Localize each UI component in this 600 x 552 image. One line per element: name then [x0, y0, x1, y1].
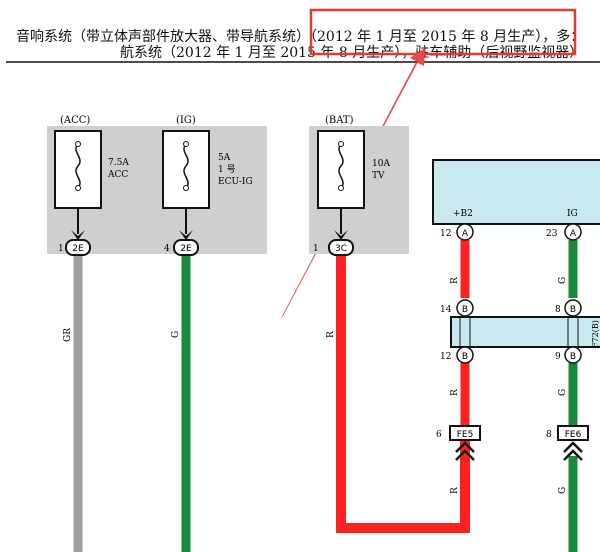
junction-box — [450, 316, 600, 348]
wire-label-g-lower: G — [558, 487, 568, 494]
terminal-b-12 — [456, 346, 474, 364]
wire-r-bat — [336, 255, 470, 533]
terminal-a-23-letter: A — [570, 229, 577, 239]
arrow-ig — [179, 230, 193, 240]
terminal-b-9-letter: B — [570, 352, 576, 362]
fuse-ig — [162, 130, 210, 209]
module-term-ig: IG — [567, 209, 578, 219]
supply-label-bat: (BAT) — [325, 115, 354, 126]
connector-2e-ig — [173, 239, 199, 256]
connector-fe5-chevrons — [455, 441, 475, 461]
terminal-a-23-pin: 23 — [546, 229, 558, 239]
terminal-b-9-pin: 9 — [555, 352, 561, 362]
wire-label-g-mid: G — [558, 389, 568, 396]
fuse-name-bat: TV — [372, 171, 385, 181]
wire-label-g: G — [171, 331, 181, 338]
fuse-rating-bat: 10A — [372, 159, 390, 169]
terminal-b-14 — [456, 299, 474, 317]
pin-acc: 1 — [58, 244, 64, 254]
connector-fe6-pin: 8 — [546, 430, 552, 440]
fuse-bat-symbol — [338, 143, 344, 189]
terminal-b-14-letter: B — [462, 305, 468, 315]
fuse-ig-symbol — [183, 143, 189, 189]
terminal-b-8-letter: B — [570, 305, 576, 315]
terminal-b-9 — [564, 346, 582, 364]
connector-fe5-label: FE5 — [457, 430, 474, 440]
module-box — [432, 159, 600, 225]
fuse-name-acc: ACC — [107, 170, 128, 180]
supply-label-acc: (ACC) — [60, 115, 90, 126]
connector-label-acc: 2E — [72, 244, 84, 254]
arrow-acc — [71, 230, 85, 240]
connector-fe6-chevrons — [563, 441, 583, 461]
wire-label-g-upper: G — [558, 277, 568, 284]
junction-side-label: F72(B) — [591, 320, 600, 348]
terminal-b-14-pin: 14 — [440, 305, 452, 315]
connector-fe6 — [557, 425, 589, 441]
connector-2e-acc — [65, 239, 91, 256]
fuse-rating-ig: 5A — [218, 153, 231, 163]
pin-ig: 4 — [164, 244, 170, 254]
terminal-a-12 — [456, 223, 474, 241]
supply-label-ig: (IG) — [176, 115, 196, 126]
wire-label-r-upper: R — [450, 277, 460, 284]
connector-3c-bat — [328, 239, 354, 256]
module-term-b2: +B2 — [453, 209, 473, 219]
terminal-a-12-pin: 12 — [440, 229, 451, 239]
connector-label-ig: 2E — [180, 244, 192, 254]
terminal-a-12-letter: A — [462, 229, 469, 239]
wire-label-r: R — [326, 331, 336, 338]
wire-label-r-mid: R — [450, 389, 460, 396]
terminal-b-8 — [564, 299, 582, 317]
fuse-name2-ig: ECU-IG — [218, 177, 253, 187]
terminal-b-12-pin: 12 — [440, 352, 451, 362]
date-highlight-box — [309, 8, 577, 56]
header-line-1: 音响系统（带立体声部件放大器、带导航系统）（2012 年 1 月至 2015 年… — [16, 29, 585, 45]
fuse-acc-symbol — [75, 143, 81, 189]
connector-fe6-label: FE6 — [565, 430, 582, 440]
wire-label-gr: GR — [63, 328, 73, 342]
connector-label-bat: 3C — [335, 244, 347, 254]
arrow-bat — [334, 230, 348, 240]
fuse-rating-acc: 7.5A — [108, 158, 129, 168]
connector-fe5 — [449, 425, 481, 441]
terminal-a-23 — [564, 223, 582, 241]
terminal-b-12-letter: B — [462, 352, 468, 362]
fuse-name-ig: 1 号 — [218, 164, 236, 175]
wire-label-r-lower: R — [450, 487, 460, 494]
terminal-b-8-pin: 8 — [555, 305, 561, 315]
connector-fe5-pin: 6 — [436, 430, 442, 440]
pin-bat: 1 — [313, 244, 319, 254]
